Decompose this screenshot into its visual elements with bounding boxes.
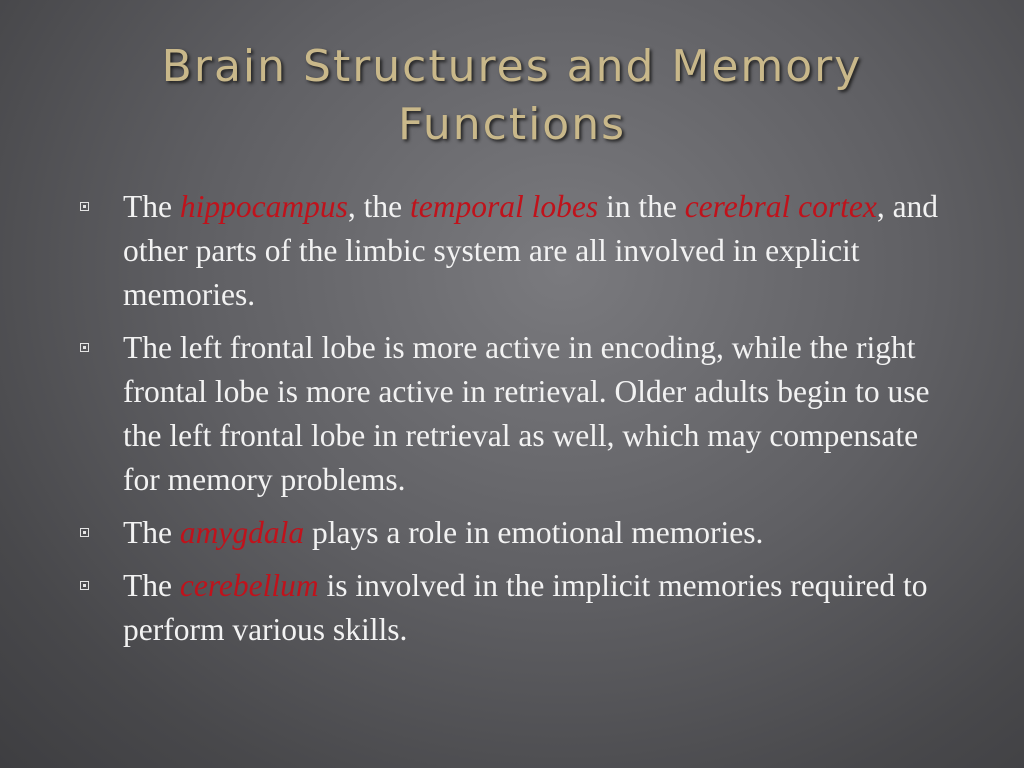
bullet-text: The <box>123 189 180 224</box>
title-line-2: Functions <box>397 99 627 150</box>
square-bullet-icon <box>80 581 89 590</box>
bullet-text: The <box>123 515 180 550</box>
bullet-text: plays a role in emotional memories. <box>304 515 764 550</box>
bullet-text: in the <box>598 189 685 224</box>
bullet-amygdala: The amygdala plays a role in emotional m… <box>80 511 960 555</box>
bullet-text: , and other parts of the limbic system a… <box>123 189 939 312</box>
term-hippocampus: hippocampus <box>179 189 348 224</box>
square-bullet-icon <box>80 343 89 352</box>
term-temporal-lobes: temporal lobes <box>409 189 599 224</box>
title-line-1: Brain Structures and Memory <box>161 41 863 92</box>
bullet-text: is involved in the implicit memories req… <box>123 568 928 647</box>
bullet-cerebellum: The cerebellum is involved in the implic… <box>80 564 960 652</box>
bullet-frontal-lobes: The left frontal lobe is more active in … <box>80 326 960 502</box>
slide-title: Brain Structures and Memory Functions <box>60 38 964 154</box>
bullet-text: The left frontal lobe is more active in … <box>123 330 930 497</box>
bullet-text: The <box>123 568 180 603</box>
bullet-text: , the <box>347 189 410 224</box>
term-cerebellum: cerebellum <box>179 568 319 603</box>
bullet-list: The hippocampus, the temporal lobes in t… <box>80 185 960 661</box>
square-bullet-icon <box>80 528 89 537</box>
term-amygdala: amygdala <box>179 515 305 550</box>
bullet-hippocampus: The hippocampus, the temporal lobes in t… <box>80 185 960 317</box>
term-cerebral-cortex: cerebral cortex <box>684 189 877 224</box>
square-bullet-icon <box>80 202 89 211</box>
